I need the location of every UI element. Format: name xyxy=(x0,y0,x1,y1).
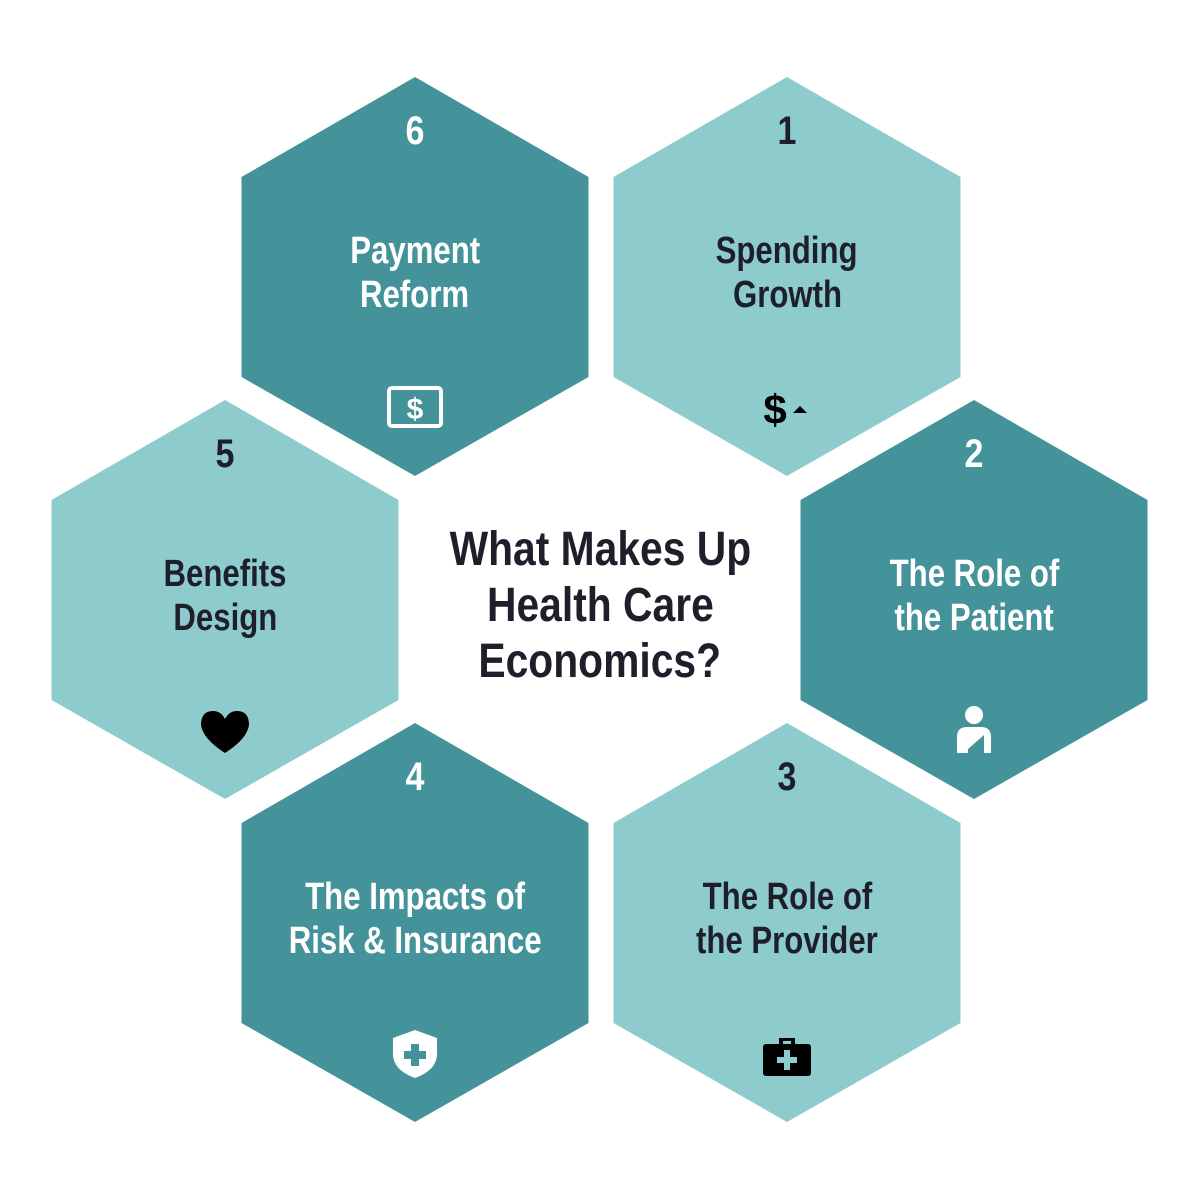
title-line: What Makes Up xyxy=(449,523,751,576)
segment-label-line: the Provider xyxy=(696,920,878,962)
segment-label-line: Payment xyxy=(350,230,480,272)
segment-label-line: Benefits xyxy=(163,553,287,595)
center-title: What Makes Up Health Care Economics? xyxy=(380,522,820,690)
segment-number: 2 xyxy=(964,432,984,476)
hexagon-segment-1 xyxy=(613,77,961,476)
title-line: Economics? xyxy=(478,635,722,688)
dollar-up-icon: $ xyxy=(757,382,817,433)
hexagon-segment-3 xyxy=(613,723,961,1122)
dollar-bill-icon: $ xyxy=(385,382,445,432)
hexagon-segment-4 xyxy=(241,723,589,1122)
segment-label-line: Risk & Insurance xyxy=(288,920,542,962)
segment-label-line: Design xyxy=(173,597,277,639)
segment-number: 1 xyxy=(777,109,797,153)
segment-number: 5 xyxy=(215,432,235,476)
heart-icon xyxy=(195,705,255,755)
segment-label-line: the Patient xyxy=(894,597,1054,639)
segment-label-line: The Impacts of xyxy=(305,876,525,918)
segment-label-line: The Role of xyxy=(889,553,1059,595)
segment-number: 3 xyxy=(777,755,797,799)
segment-label-line: Reform xyxy=(360,274,470,316)
shield-cross-icon xyxy=(385,1028,445,1078)
segment-number: 4 xyxy=(405,755,425,799)
segment-number: 6 xyxy=(405,109,425,153)
hexagon-segment-6 xyxy=(241,77,589,476)
patient-icon xyxy=(944,705,1004,755)
hexagon-segment-5 xyxy=(51,400,399,799)
title-line: Health Care xyxy=(486,579,714,632)
segment-label-line: Growth xyxy=(732,274,842,316)
hexagon-segment-2 xyxy=(800,400,1148,799)
svg-text:$: $ xyxy=(407,393,424,426)
segment-label-line: The Role of xyxy=(702,876,872,918)
medical-kit-icon xyxy=(757,1028,817,1078)
segment-label-line: Spending xyxy=(716,230,858,272)
svg-text:$: $ xyxy=(763,386,786,432)
